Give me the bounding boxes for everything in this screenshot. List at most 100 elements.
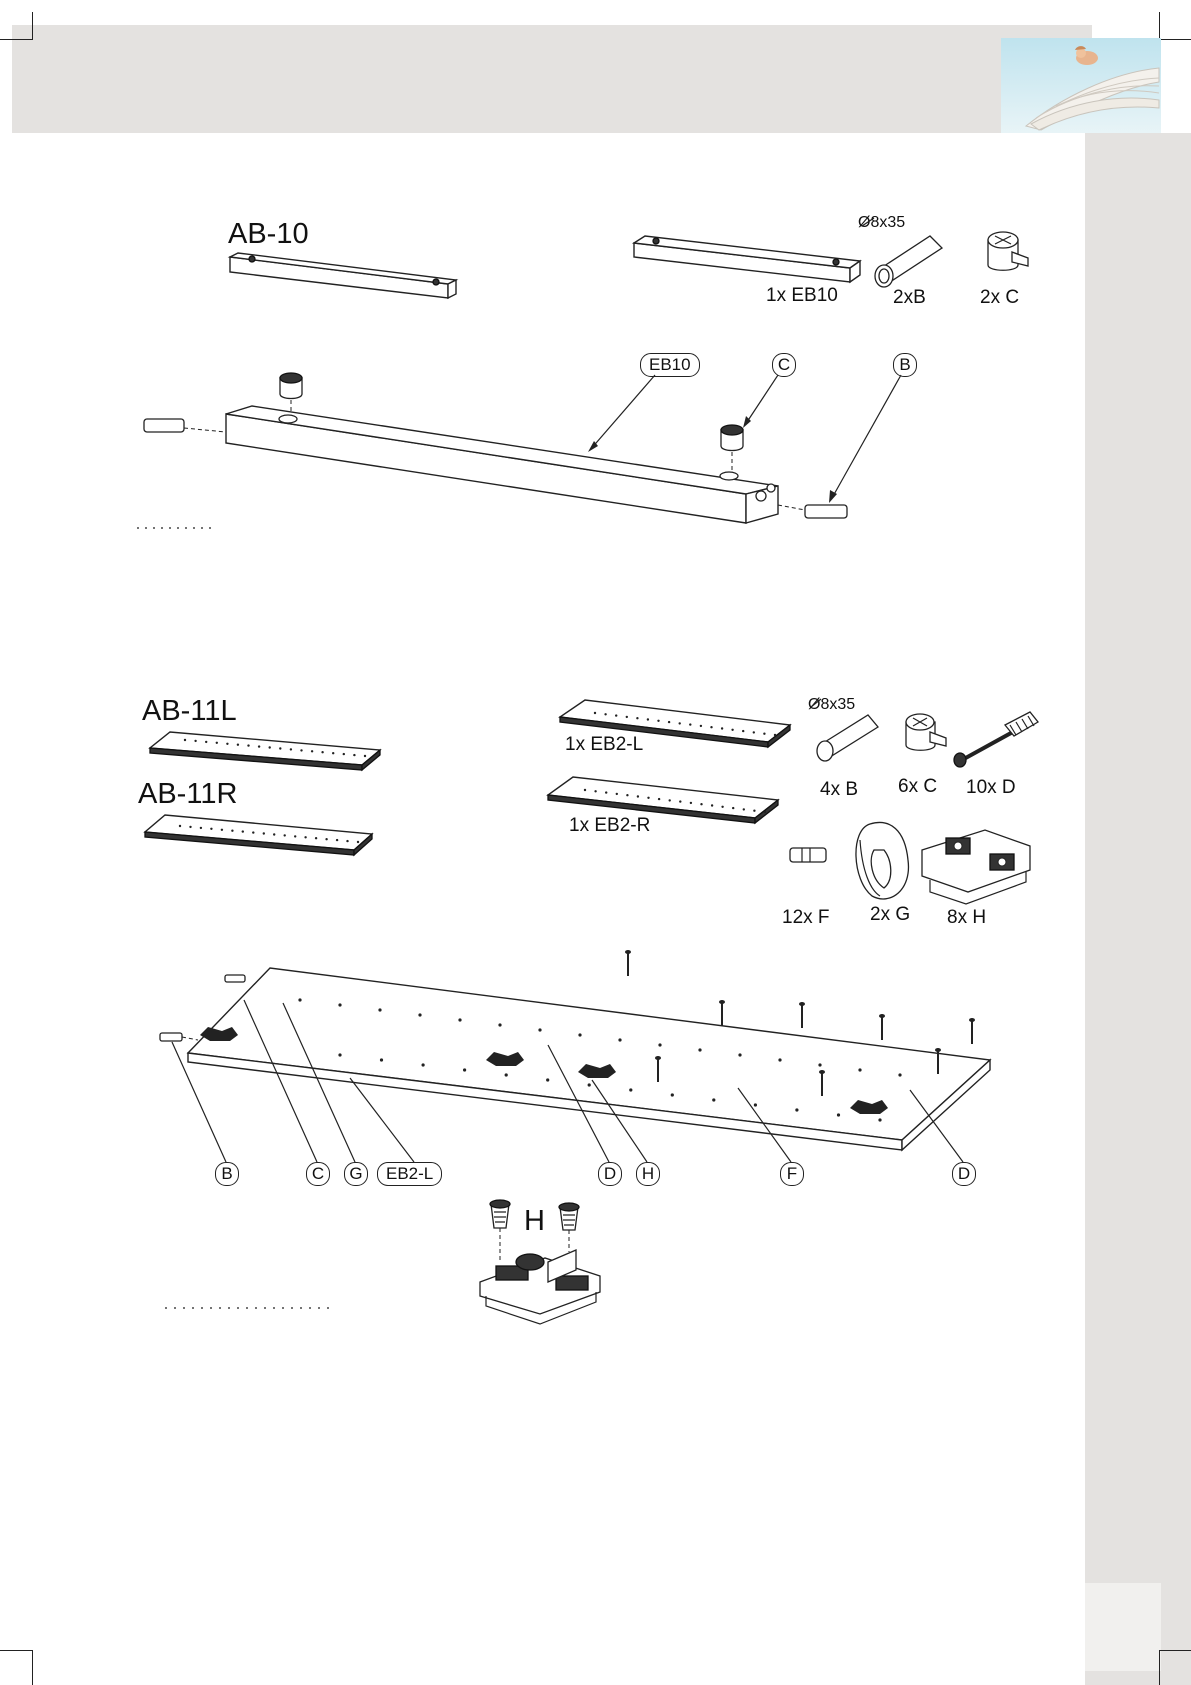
hole-dot (712, 1098, 715, 1101)
hole-dot (764, 811, 766, 813)
hole-dot (498, 1023, 501, 1026)
hole-dot (668, 721, 670, 723)
hole-dot (669, 799, 671, 801)
hole-dot (418, 1013, 421, 1016)
hole-dot (179, 825, 181, 827)
hole-dot (647, 797, 649, 799)
hole-dot (546, 1078, 549, 1081)
hole-dot (658, 798, 660, 800)
dowel-icon-2 (817, 715, 878, 761)
hole-dot (290, 748, 292, 750)
hole-dot (795, 1108, 798, 1111)
hole-dot (721, 806, 723, 808)
bolt-fitting-head (819, 1070, 825, 1074)
hole-dot (636, 717, 638, 719)
hole-dot (269, 746, 271, 748)
hole-dot (754, 1103, 757, 1106)
hole-dot (205, 741, 207, 743)
hole-dot (346, 840, 348, 842)
cam-lock-icon-2 (906, 714, 946, 750)
hole-dot (458, 1018, 461, 1021)
bolt-fitting-head (799, 1002, 805, 1006)
hole-dot (679, 722, 681, 724)
hole-dot (300, 749, 302, 751)
hole-dot (321, 751, 323, 753)
hole-dot (778, 1058, 781, 1061)
panel-ab11l (150, 732, 380, 770)
hole-dot (578, 1033, 581, 1036)
hole-dot (263, 832, 265, 834)
hole-dot (284, 834, 286, 836)
panel-eb10-large (226, 406, 778, 523)
hole-dot (743, 808, 745, 810)
hole-dot (353, 754, 355, 756)
hole-dot (594, 712, 596, 714)
hole-dot (364, 755, 366, 757)
hole-dot (298, 998, 301, 1001)
hole-dot (689, 723, 691, 725)
hole-dot (647, 718, 649, 720)
hole-dot (732, 807, 734, 809)
panel-eb10-small (634, 236, 860, 282)
hole-dot (294, 835, 296, 837)
hole-dot (252, 831, 254, 833)
hole-dot (721, 727, 723, 729)
hole-dot (279, 747, 281, 749)
panel-eb2l-small (560, 700, 790, 747)
hole-dot (226, 743, 228, 745)
hole-dot (898, 1073, 901, 1076)
bolt-fitting-head (879, 1014, 885, 1018)
hole-dot (671, 1093, 674, 1096)
hole-dot (700, 725, 702, 727)
bolt-fitting-head (719, 1000, 725, 1004)
hole-dot (184, 739, 186, 741)
bolt-fitting-head (625, 950, 631, 954)
hole-dot (626, 794, 628, 796)
hole-dot (731, 729, 733, 731)
hole-dot (343, 753, 345, 755)
hole-dot (858, 1068, 861, 1071)
hole-dot (679, 800, 681, 802)
hole-dot (242, 830, 244, 832)
hole-dot (616, 793, 618, 795)
hole-dot (200, 827, 202, 829)
hole-dot (380, 1058, 383, 1061)
hole-dot (247, 744, 249, 746)
hole-dot (422, 1063, 425, 1066)
panel-ab11r (145, 815, 372, 855)
hole-dot (626, 716, 628, 718)
hole-dot (237, 744, 239, 746)
hole-dot (700, 803, 702, 805)
hole-dot (878, 1118, 881, 1121)
cam-lock-icon (988, 232, 1028, 270)
rail-ab10 (230, 253, 456, 298)
panel-eb2r-small (548, 777, 778, 823)
hole-dot (753, 731, 755, 733)
bolt-fitting-head (969, 1018, 975, 1022)
hole-dot (304, 836, 306, 838)
hole-dot (336, 839, 338, 841)
pin-icon (790, 848, 826, 862)
hole-dot (463, 1068, 466, 1071)
hole-dot (658, 1043, 661, 1046)
hole-dot (189, 826, 191, 828)
dowel-left (144, 419, 226, 432)
hole-dot (357, 841, 359, 843)
hole-dot (618, 1038, 621, 1041)
hole-dot (604, 713, 606, 715)
hole-dot (311, 750, 313, 752)
hole-dot (338, 1053, 341, 1056)
hole-dot (742, 730, 744, 732)
hole-dot (325, 838, 327, 840)
hole-dot (657, 720, 659, 722)
hole-dot (615, 714, 617, 716)
hole-dot (538, 1028, 541, 1031)
hole-dot (194, 740, 196, 742)
hole-dot (231, 830, 233, 832)
hole-dot (738, 1053, 741, 1056)
hole-dot (588, 1083, 591, 1086)
hole-dot (594, 790, 596, 792)
bolt-fitting-head (935, 1048, 941, 1052)
hole-dot (216, 742, 218, 744)
